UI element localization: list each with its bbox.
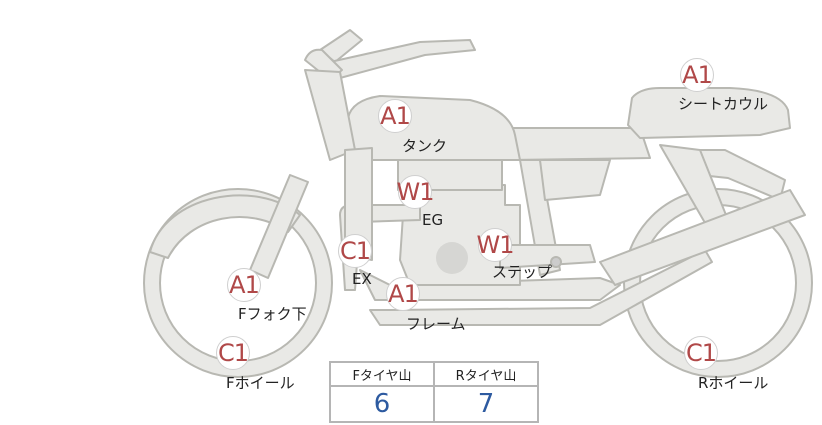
tank-label: タンク (402, 137, 448, 155)
front-fork-label: Fフォク下 (238, 305, 307, 323)
rear-wheel-grade-badge: C1 (684, 336, 718, 370)
frame-grade-badge: A1 (386, 277, 420, 311)
tire-tread-value-row: 6 7 (329, 385, 539, 423)
engine-grade-badge: W1 (397, 175, 435, 209)
front-tire-header: Fタイヤ山 (329, 361, 435, 387)
frame-label: フレーム (406, 315, 466, 333)
front-fork-shape (249, 174, 309, 279)
tire-tread-header-row: Fタイヤ山 Rタイヤ山 (329, 361, 539, 387)
tank-grade-badge: A1 (378, 99, 412, 133)
rear-tire-header: Rタイヤ山 (433, 361, 539, 387)
seat-cowl-label: シートカウル (678, 95, 769, 113)
front-wheel-grade-badge: C1 (216, 336, 250, 370)
step-grade-badge: W1 (477, 228, 515, 262)
engine-label: EG (422, 211, 444, 229)
front-wheel-label: Fホイール (226, 374, 295, 392)
rear-tire-value: 7 (433, 385, 539, 423)
seat-cowl-grade-badge: A1 (680, 58, 714, 92)
exhaust-label: EX (352, 270, 372, 288)
rear-wheel-label: Rホイール (698, 374, 769, 392)
exhaust-grade-badge: C1 (338, 234, 372, 268)
front-fork-grade-badge: A1 (227, 268, 261, 302)
front-tire-value: 6 (329, 385, 435, 423)
tire-tread-table: Fタイヤ山 Rタイヤ山 6 7 (329, 361, 539, 423)
step-label: ステップ (492, 263, 553, 281)
seat-cowl-shape (627, 87, 791, 139)
